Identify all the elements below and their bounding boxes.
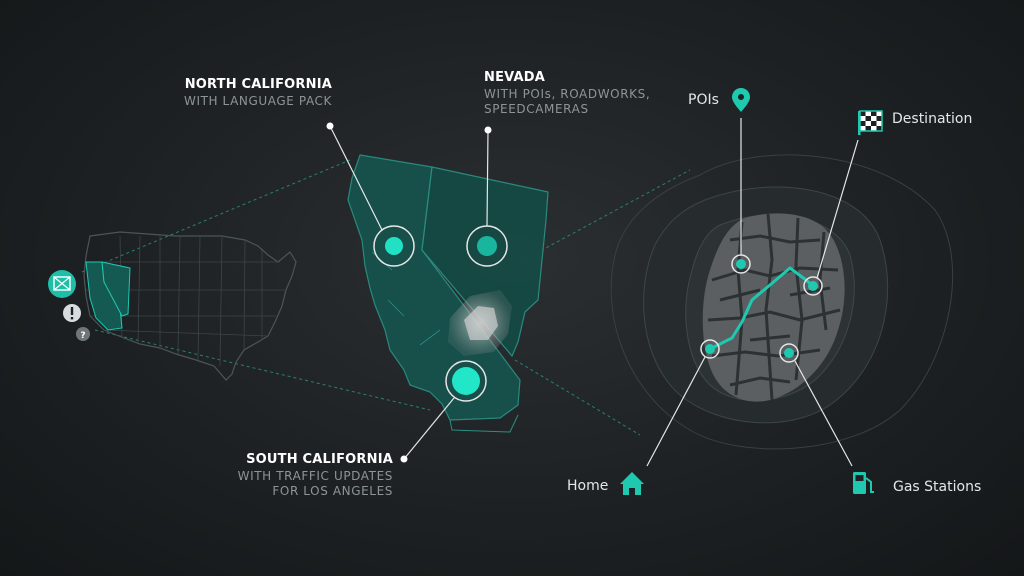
city-map [610,154,953,450]
map-pin-icon [732,88,750,112]
usa-map [83,231,297,381]
nevada-subtitle-line1: WITH POIs, ROADWORKS, [484,86,651,101]
svg-text:?: ? [80,331,85,341]
south-california-subtitle-line2: FOR LOS ANGELES [272,484,393,499]
north-california-subtitle: WITH LANGUAGE PACK [183,93,332,108]
warning-icon[interactable] [63,304,81,322]
usa-outline [83,231,297,381]
home-marker[interactable] [700,339,720,359]
ca-nv-map [347,154,549,433]
gas-station-marker[interactable] [779,343,799,363]
home-icon [620,472,644,495]
nevada-leader-dot [484,126,492,134]
north-california-marker[interactable] [373,225,415,267]
projection-lines [81,159,691,436]
route-line [708,266,815,351]
north-california-callout: NORTH CALIFORNIA WITH LANGUAGE PACK [150,77,332,109]
south-california-callout: SOUTH CALIFORNIA WITH TRAFFIC UPDATES FO… [200,452,393,500]
north-california-title: NORTH CALIFORNIA [184,77,332,92]
nevada-title: NEVADA [484,70,546,85]
north-leader-dot [326,122,334,130]
map-update-icon[interactable] [48,270,76,298]
nevada-highlight [101,261,131,317]
south-california-title: SOUTH CALIFORNIA [246,452,393,467]
gas-stations-label: Gas Stations [893,479,982,495]
south-california-marker[interactable] [445,360,487,402]
city-streets [707,213,841,401]
destination-marker[interactable] [803,276,823,296]
help-icon[interactable]: ? [76,327,90,341]
checkered-flag-icon [858,110,883,135]
fuel-pump-icon [853,472,874,494]
callout-leaders [329,125,489,460]
nevada-callout: NEVADA WITH POIs, ROADWORKS, SPEEDCAMERA… [484,70,684,118]
nevada-subtitle-line2: SPEEDCAMERAS [484,102,589,117]
pois-label: POIs [688,92,719,108]
destination-label: Destination [892,111,973,127]
home-label: Home [567,478,609,494]
south-california-subtitle-line1: WITH TRAFFIC UPDATES [237,468,393,483]
nevada-shape [421,166,549,358]
south-leader-dot [400,455,408,463]
city-outer-ring [610,154,953,450]
city-leaders [646,118,859,467]
